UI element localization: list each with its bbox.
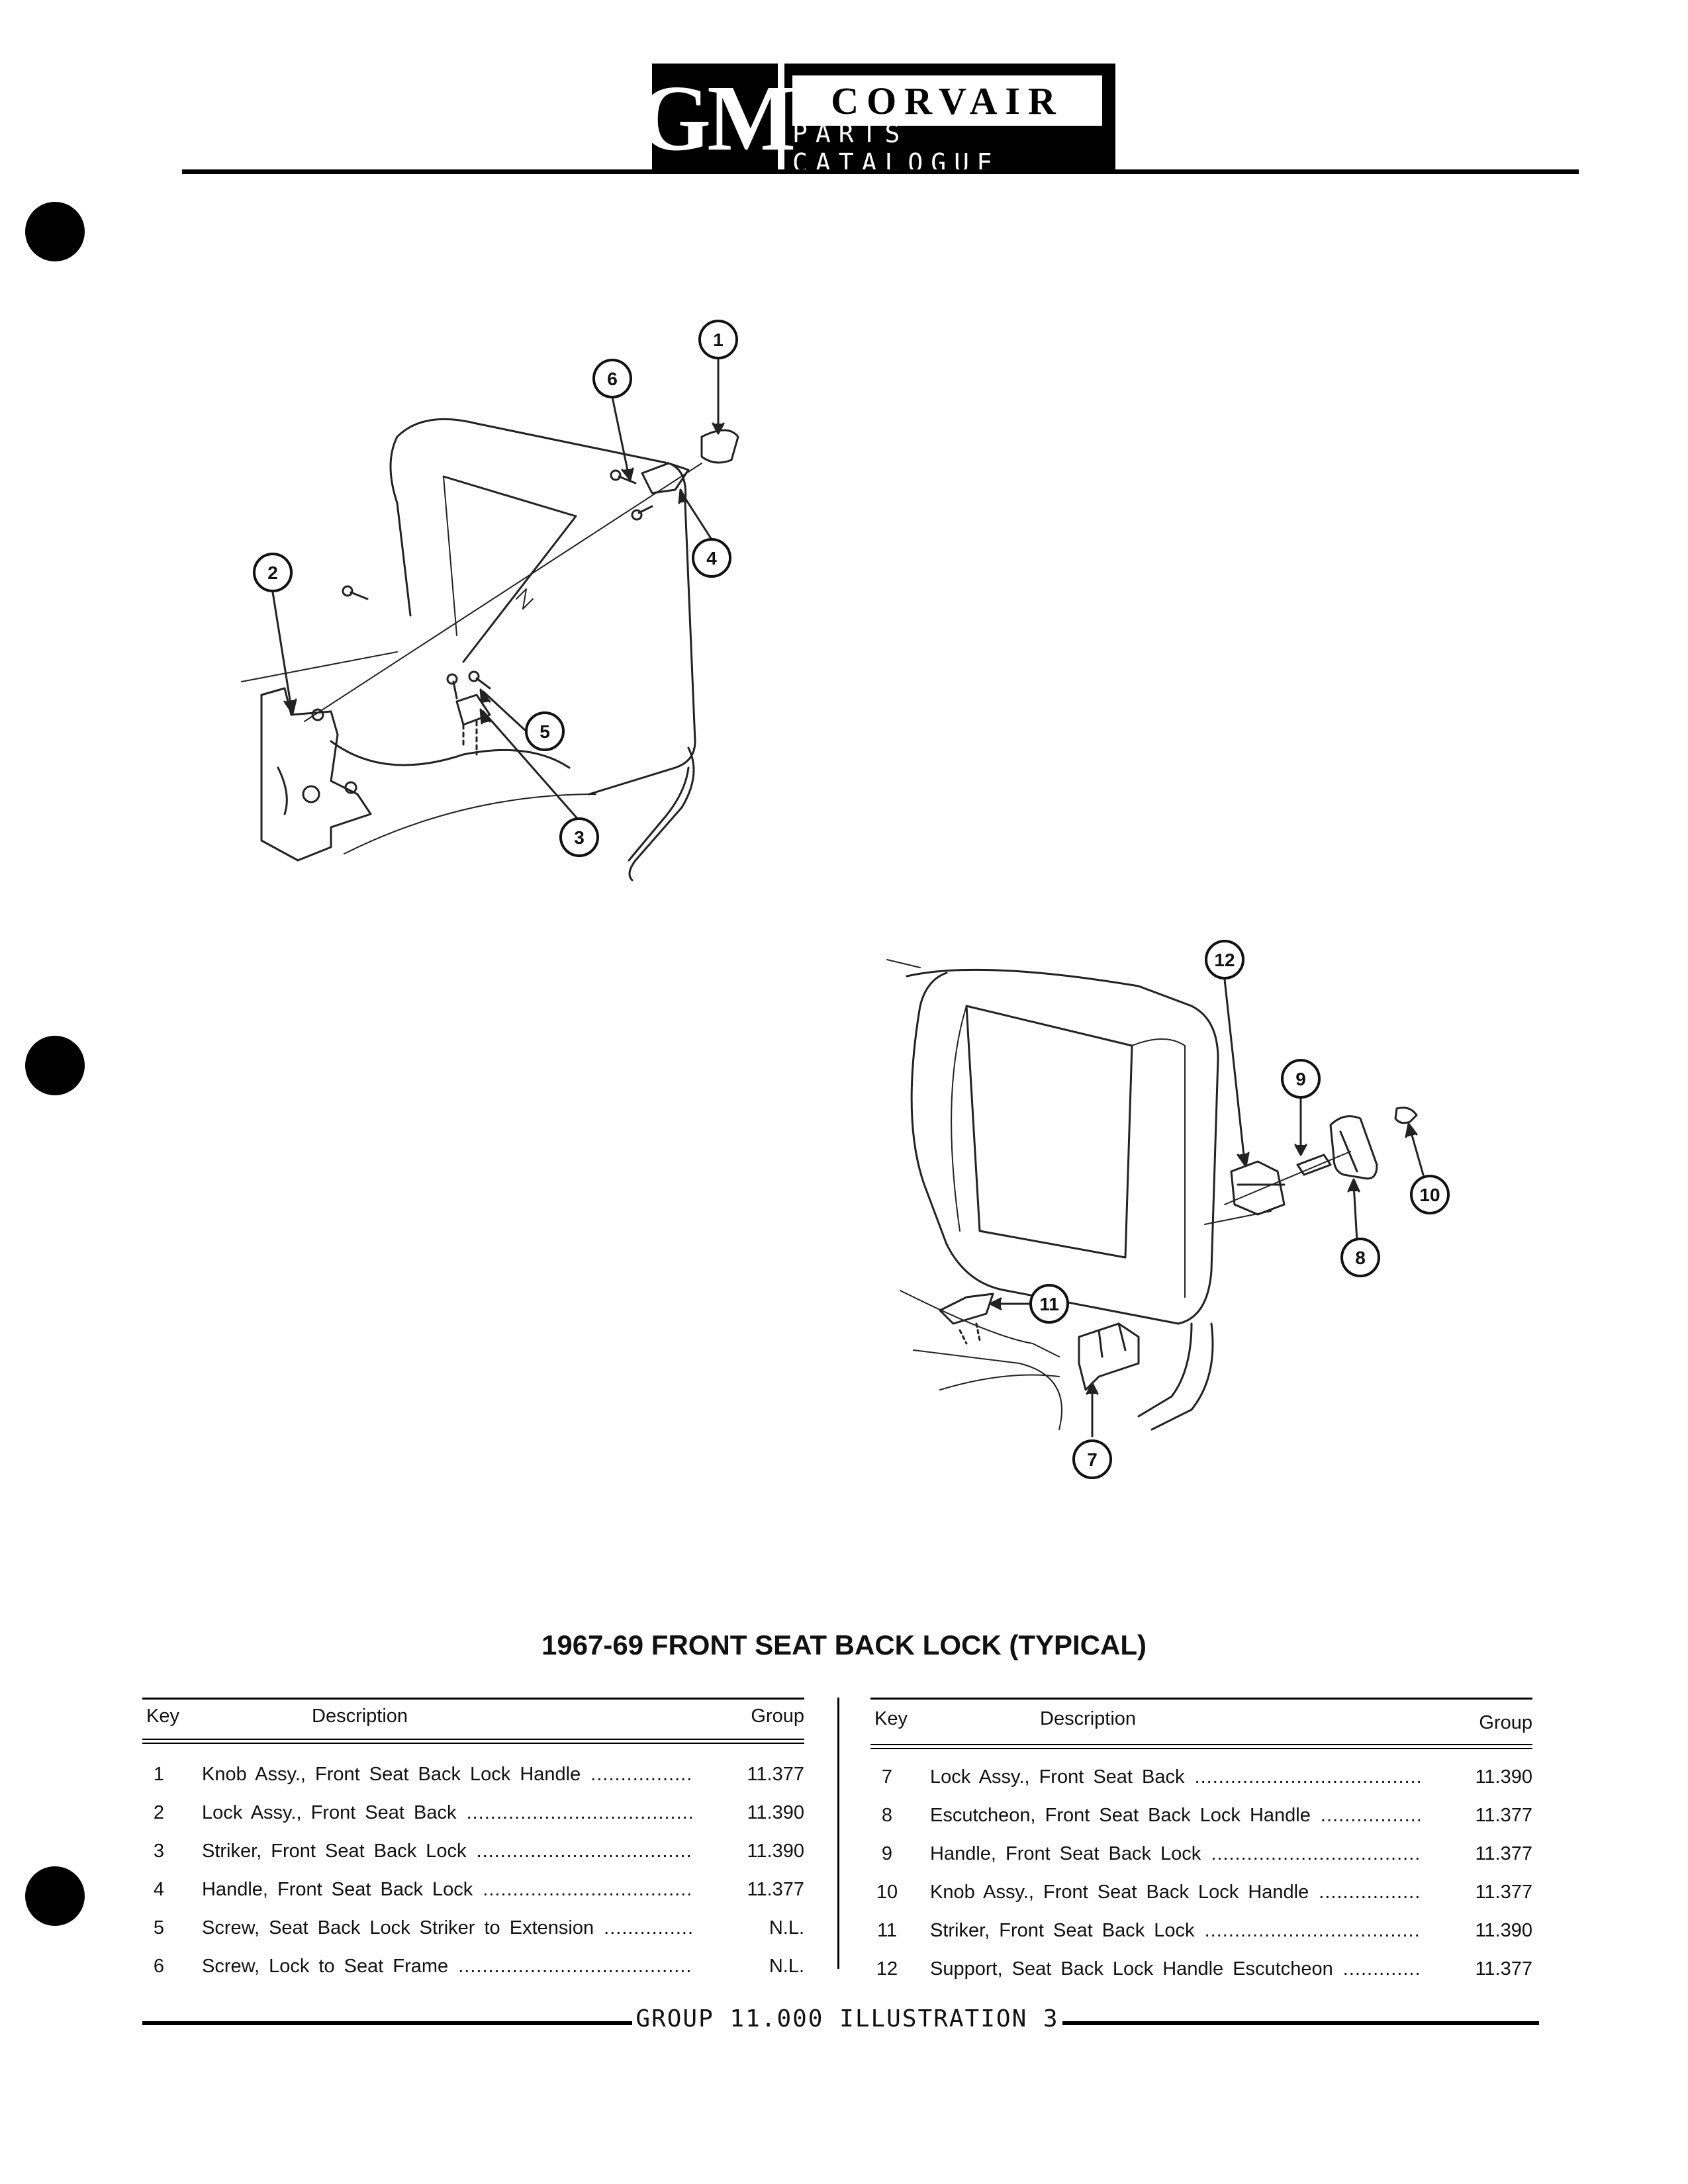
- table-row: 6 Screw, Lock to Seat Frame N.L.: [142, 1956, 804, 1993]
- table-row: 7 Lock Assy., Front Seat Back 11.390: [870, 1766, 1532, 1803]
- row-key: 2: [153, 1802, 165, 1823]
- row-key: 7: [881, 1766, 893, 1788]
- binder-hole-icon: [25, 1866, 85, 1926]
- table-rule: [870, 1744, 1532, 1749]
- table-column-divider: [837, 1698, 839, 1969]
- row-description: Handle, Front Seat Back Lock: [930, 1843, 1420, 1865]
- row-description: Handle, Front Seat Back Lock: [202, 1879, 692, 1901]
- row-key: 5: [153, 1917, 165, 1938]
- row-key: 8: [881, 1805, 893, 1826]
- row-group: 11.377: [718, 1879, 804, 1901]
- callout-10: 10: [1419, 1185, 1440, 1205]
- row-group: N.L.: [718, 1956, 804, 1978]
- callout-5: 5: [539, 721, 550, 742]
- row-group: 11.390: [718, 1802, 804, 1824]
- callout-9: 9: [1295, 1069, 1306, 1089]
- callout-7: 7: [1087, 1449, 1098, 1470]
- callout-4: 4: [706, 548, 717, 569]
- header-description: Description: [312, 1706, 408, 1727]
- row-group: 11.377: [1446, 1805, 1532, 1827]
- row-description: Screw, Seat Back Lock Striker to Extensi…: [202, 1917, 692, 1939]
- row-key: 12: [876, 1958, 898, 1979]
- table-row: 11 Striker, Front Seat Back Lock 11.390: [870, 1920, 1532, 1957]
- table-rule: [142, 1698, 804, 1700]
- row-group: 11.390: [1446, 1766, 1532, 1788]
- row-description: Support, Seat Back Lock Handle Escutcheo…: [930, 1958, 1420, 1980]
- header-rule: [182, 169, 1579, 174]
- header-description: Description: [1040, 1708, 1137, 1729]
- row-group: 11.377: [718, 1764, 804, 1786]
- row-key: 10: [876, 1882, 898, 1903]
- binder-hole-icon: [25, 1036, 85, 1095]
- callout-6: 6: [607, 369, 618, 389]
- callout-1: 1: [713, 330, 724, 350]
- callout-2: 2: [267, 563, 278, 583]
- footer-rule-right: [1062, 2021, 1539, 2025]
- callout-3: 3: [574, 827, 585, 848]
- exploded-diagrams: 1 2 3 4 5 6 7 8 9 10 11 12: [241, 320, 1450, 1479]
- table-rule: [870, 1698, 1532, 1700]
- row-key: 6: [153, 1956, 165, 1977]
- binder-hole-icon: [25, 202, 85, 261]
- row-group: 11.377: [1446, 1882, 1532, 1903]
- top-seat-diagram: [241, 356, 739, 882]
- gm-logo: GM: [638, 64, 796, 172]
- header-key: Key: [146, 1706, 179, 1727]
- table-row: 1 Knob Assy., Front Seat Back Lock Handl…: [142, 1764, 804, 1801]
- table-row: 10 Knob Assy., Front Seat Back Lock Hand…: [870, 1882, 1532, 1919]
- row-key: 11: [876, 1920, 898, 1941]
- table-rule: [142, 1739, 804, 1744]
- header-key: Key: [874, 1708, 908, 1729]
- row-description: Knob Assy., Front Seat Back Lock Handle: [930, 1882, 1420, 1903]
- row-group: 11.377: [1446, 1958, 1532, 1980]
- row-key: 9: [881, 1843, 893, 1864]
- table-row: 4 Handle, Front Seat Back Lock 11.377: [142, 1879, 804, 1916]
- callout-12: 12: [1214, 950, 1235, 970]
- table-row: 8 Escutcheon, Front Seat Back Lock Handl…: [870, 1805, 1532, 1842]
- row-group: 11.377: [1446, 1843, 1532, 1865]
- row-key: 3: [153, 1841, 165, 1862]
- row-description: Striker, Front Seat Back Lock: [202, 1841, 692, 1862]
- callout-8: 8: [1355, 1248, 1366, 1268]
- table-row: 9 Handle, Front Seat Back Lock 11.377: [870, 1843, 1532, 1880]
- row-description: Lock Assy., Front Seat Back: [930, 1766, 1420, 1788]
- row-group: 11.390: [1446, 1920, 1532, 1942]
- table-header: Key Description Group: [142, 1706, 804, 1736]
- row-description: Knob Assy., Front Seat Back Lock Handle: [202, 1764, 692, 1786]
- row-description: Lock Assy., Front Seat Back: [202, 1802, 692, 1824]
- row-group: N.L.: [718, 1917, 804, 1939]
- row-group: 11.390: [718, 1841, 804, 1862]
- catalogue-header: GM CORVAIR PARTS CATALOGUE: [638, 64, 1115, 177]
- table-header: Key Description Group: [870, 1708, 1532, 1739]
- header-group: Group: [1479, 1712, 1532, 1733]
- footer-rule-left: [142, 2021, 632, 2025]
- row-description: Striker, Front Seat Back Lock: [930, 1920, 1420, 1942]
- table-row: 12 Support, Seat Back Lock Handle Escutc…: [870, 1958, 1532, 1995]
- table-row: 2 Lock Assy., Front Seat Back 11.390: [142, 1802, 804, 1839]
- table-row: 5 Screw, Seat Back Lock Striker to Exten…: [142, 1917, 804, 1954]
- illustration-title: 1967-69 FRONT SEAT BACK LOCK (TYPICAL): [541, 1629, 1147, 1661]
- row-key: 4: [153, 1879, 165, 1900]
- footer-label: GROUP 11.000 ILLUSTRATION 3: [635, 2005, 1059, 2032]
- row-description: Screw, Lock to Seat Frame: [202, 1956, 692, 1978]
- table-row: 3 Striker, Front Seat Back Lock 11.390: [142, 1841, 804, 1878]
- callout-11: 11: [1039, 1294, 1059, 1314]
- bottom-seat-diagram: [886, 959, 1425, 1437]
- row-description: Escutcheon, Front Seat Back Lock Handle: [930, 1805, 1420, 1827]
- header-group: Group: [751, 1706, 804, 1727]
- brand-name: CORVAIR: [792, 75, 1102, 126]
- row-key: 1: [153, 1764, 165, 1785]
